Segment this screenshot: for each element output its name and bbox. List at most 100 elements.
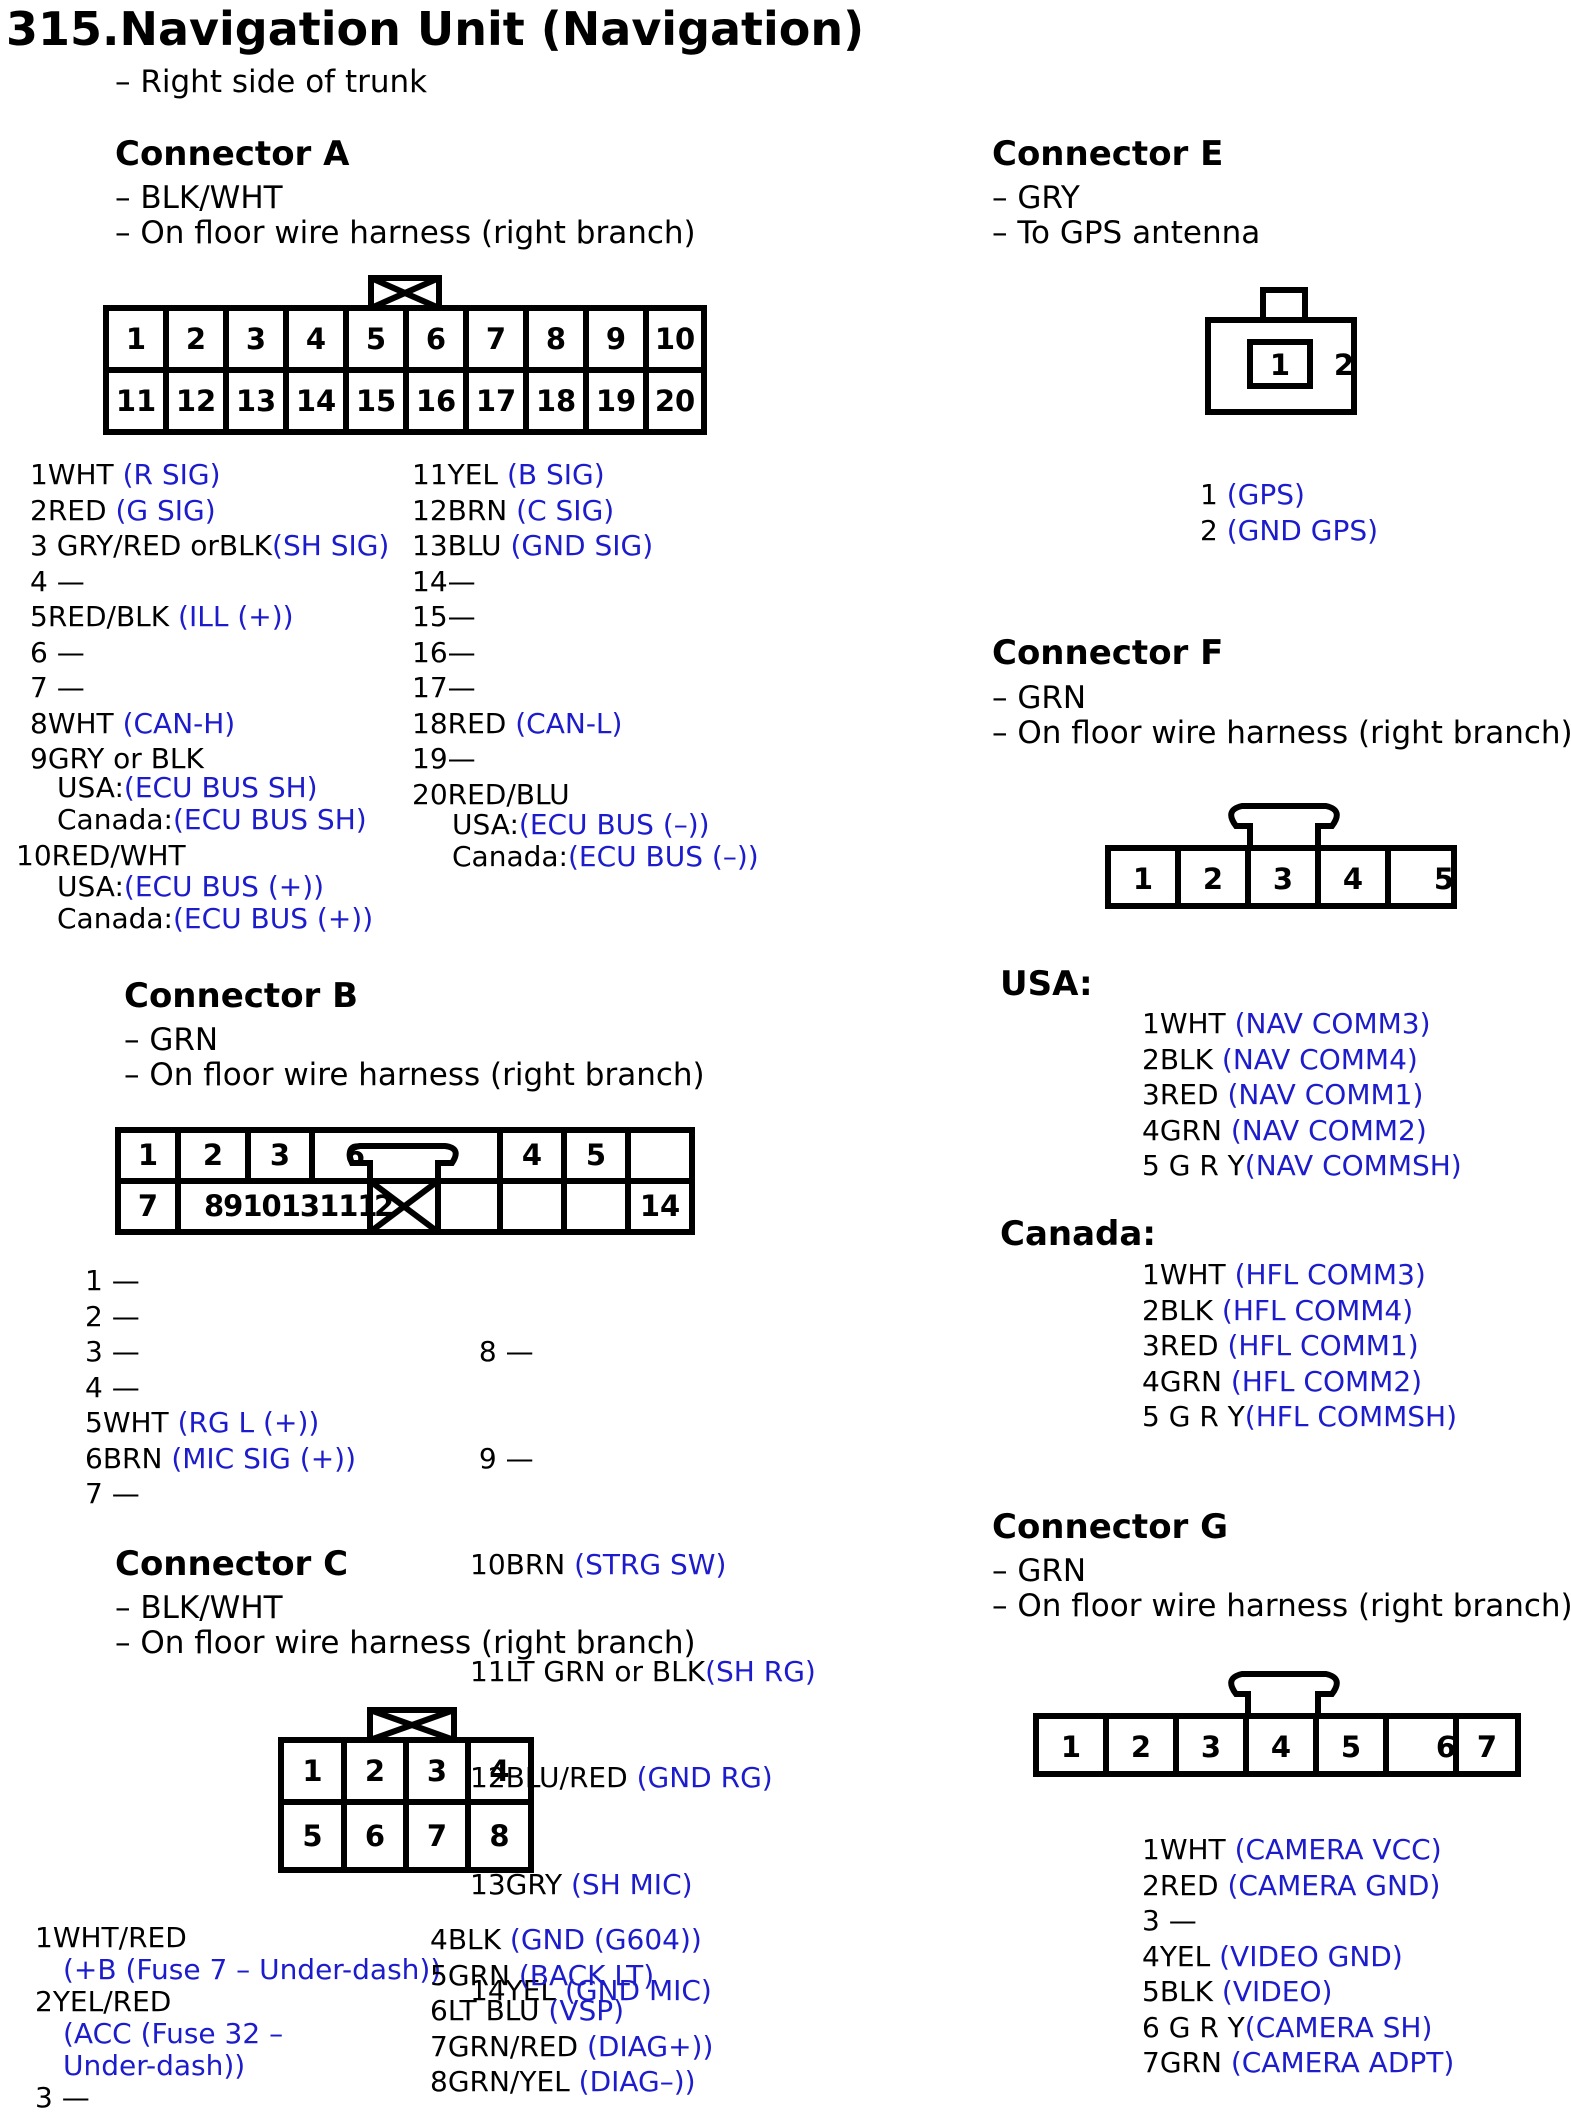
list-item: 7 — — [30, 671, 85, 704]
connector-g-color: – GRN — [992, 1553, 1087, 1589]
connector-c-color: – BLK/WHT — [115, 1590, 283, 1626]
list-item: 8WHT (CAN-H) — [30, 706, 236, 740]
connector-a-pin10: 10RED/WHT — [16, 839, 186, 872]
list-item: 3 — — [85, 1335, 140, 1368]
connector-c-heading: Connector C — [115, 1544, 349, 1584]
list-item: 17— — [412, 671, 476, 704]
list-item: 5 G R Y(NAV COMMSH) — [1142, 1149, 1462, 1182]
pin-label: 5 — [302, 1819, 323, 1853]
pin-label: 2 — [185, 322, 207, 356]
pin-label: 3 — [269, 1138, 291, 1172]
list-item: 1 (GPS) — [1200, 478, 1305, 511]
list-item: 11LT GRN or BLK(SH RG) — [470, 1654, 816, 1688]
pin-label: 1 — [302, 1754, 323, 1788]
connector-e-location: – To GPS antenna — [992, 215, 1261, 251]
connector-b-location: – On floor wire harness (right branch) — [124, 1057, 705, 1093]
connector-b-heading: Connector B — [124, 976, 359, 1016]
pin-label: 9 — [605, 322, 627, 356]
pin-label: 2 — [1333, 348, 1355, 382]
list-item: 10BRN (STRG SW) — [470, 1548, 727, 1581]
pin-label: 4 — [521, 1138, 543, 1172]
connector-b-pin-list-left: 1 — 2 — 3 — 4 — 5WHT (RG L (+)) 6BRN (MI… — [85, 1263, 356, 1512]
list-item: 1WHT (NAV COMM3) — [1142, 1007, 1431, 1040]
list-item: 2RED (G SIG) — [30, 493, 216, 527]
connector-g-pin-list: 1WHT (CAMERA VCC) 2RED (CAMERA GND) 3 — … — [1142, 1832, 1454, 2081]
connector-a-color: – BLK/WHT — [115, 180, 283, 216]
list-item: 1WHT (R SIG) — [30, 458, 221, 491]
pin-label: 18 — [535, 384, 577, 418]
list-item: 6LT BLU (VSP) — [430, 1994, 625, 2027]
list-item: 4BLK (GND (G604)) — [430, 1923, 702, 1956]
list-item: 1WHT (CAMERA VCC) — [1142, 1833, 1442, 1866]
pin-label: 3 — [1200, 1730, 1222, 1764]
pin-label: 6 — [364, 1819, 386, 1853]
list-item: 9GRY or BLK — [30, 742, 204, 775]
pin-label: 6 — [425, 322, 447, 356]
page-title: 315.Navigation Unit (Navigation) — [6, 2, 865, 56]
list-item: 5GRN (BACK LT) — [430, 1958, 655, 1992]
pin-label: 5 — [585, 1138, 607, 1172]
list-item: 18RED (CAN-L) — [412, 706, 623, 740]
connector-a-location: – On floor wire harness (right branch) — [115, 215, 696, 251]
list-item: 13GRY (SH MIC) — [470, 1867, 693, 1901]
pin-label: 4 — [1342, 862, 1364, 896]
canada-label: Canada: — [1000, 1214, 1156, 1254]
list-item: 7GRN (CAMERA ADPT) — [1142, 2046, 1455, 2079]
connector-a-pin20-variants: USA:(ECU BUS (–)) Canada:(ECU BUS (–)) — [452, 809, 759, 873]
list-item: 1WHT/RED — [35, 1921, 187, 1954]
list-item: 14— — [412, 564, 476, 598]
list-item: 4 — — [30, 564, 85, 598]
pin-label: 7 — [426, 1819, 448, 1853]
usa-label: USA: — [1000, 964, 1093, 1004]
list-item: USA:(ECU BUS (+)) — [57, 870, 325, 903]
list-item: 2 — — [85, 1299, 140, 1333]
pin-label: 13 — [235, 384, 277, 418]
connector-c-pin-list-right: 4BLK (GND (G604)) 5GRN (BACK LT) 6LT BLU… — [430, 1922, 713, 2100]
pin-label: 5 — [365, 322, 387, 356]
pin-label: 14 — [295, 384, 337, 418]
pin-label: 11 — [115, 384, 157, 418]
list-item: 2YEL/RED — [35, 1985, 172, 2018]
list-item: Under-dash)) — [63, 2049, 246, 2082]
list-item: 2BLK (NAV COMM4) — [1142, 1042, 1418, 1076]
list-item: 3RED (HFL COMM1) — [1142, 1329, 1419, 1362]
connector-a-heading: Connector A — [115, 134, 350, 174]
pin-label: 6 — [1435, 1730, 1456, 1764]
connector-b-color: – GRN — [124, 1022, 219, 1058]
pin-label: 1 — [125, 322, 147, 356]
pin-label: 14 — [639, 1189, 681, 1223]
list-item: 1WHT (HFL COMM3) — [1142, 1258, 1426, 1291]
pin-label: 8 — [489, 1819, 510, 1853]
list-item: 16— — [412, 635, 476, 669]
pin-label: 2 — [202, 1138, 224, 1172]
list-item: 19— — [412, 742, 476, 775]
list-item: 3RED (NAV COMM1) — [1142, 1078, 1424, 1111]
pin-label: 1 — [137, 1138, 159, 1172]
list-item: USA:(ECU BUS (–)) — [452, 808, 710, 841]
location-text: – Right side of trunk — [115, 64, 428, 100]
connector-f-color: – GRN — [992, 680, 1087, 716]
list-item: (+B (Fuse 7 – Under-dash)) — [63, 1953, 442, 1986]
list-item: 8GRN/YEL (DIAG–)) — [430, 2065, 696, 2098]
pin-label: 3 — [426, 1754, 448, 1788]
connector-a-pin9-variants: USA:(ECU BUS SH) Canada:(ECU BUS SH) — [57, 772, 367, 836]
list-item: 2 (GND GPS) — [1200, 513, 1379, 547]
pin-label: 19 — [595, 384, 637, 418]
pin-label: 1 — [1269, 348, 1291, 382]
pin-label: 2 — [1202, 862, 1224, 896]
pin-label: 1 — [1060, 1730, 1082, 1764]
list-item: 6 G R Y(CAMERA SH) — [1142, 2010, 1433, 2044]
list-item: 9 — — [470, 1441, 534, 1475]
list-item: Canada:(ECU BUS SH) — [57, 803, 367, 836]
connector-g-heading: Connector G — [992, 1507, 1229, 1547]
connector-a-pin-list-left: 1WHT (R SIG) 2RED (G SIG) 3 GRY/RED orBL… — [30, 457, 389, 777]
pin-label: 16 — [415, 384, 457, 418]
pin-label: 1 — [1132, 862, 1154, 896]
pin-label: 20 — [654, 384, 696, 418]
list-item: 3 — — [1142, 1904, 1197, 1937]
pin-label: 4 — [1270, 1730, 1292, 1764]
list-item: 14YEL (GND MIC) — [470, 1974, 712, 2007]
pin-label: 15 — [355, 384, 397, 418]
connector-c-location: – On floor wire harness (right branch) — [115, 1625, 696, 1661]
